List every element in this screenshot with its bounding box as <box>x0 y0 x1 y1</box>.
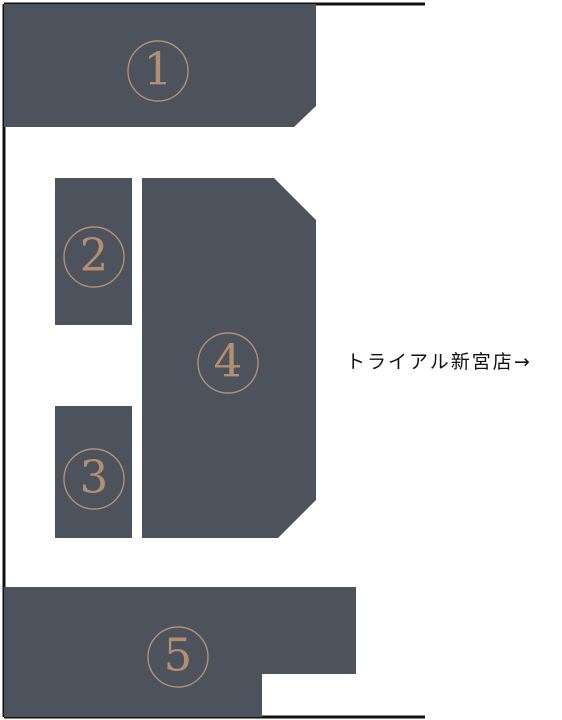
block-4-marker <box>197 332 259 394</box>
right-arrow-icon: → <box>513 351 532 373</box>
block-4 <box>142 178 316 538</box>
block-4-number: 4 <box>214 335 243 388</box>
block-2 <box>55 178 132 325</box>
store-direction-label: トライアル新宮店→ <box>346 349 560 375</box>
block-3 <box>55 406 132 538</box>
block-3-number: 3 <box>80 451 109 504</box>
block-1-marker <box>127 40 189 102</box>
block-5-marker <box>147 626 209 688</box>
block-1 <box>4 4 316 127</box>
block-2-number: 2 <box>80 229 109 282</box>
store-name: トライアル新宮店 <box>346 351 514 373</box>
block-5 <box>4 587 356 717</box>
block-3-marker <box>63 448 125 510</box>
block-2-marker <box>63 226 125 288</box>
block-1-number: 1 <box>144 43 173 96</box>
block-5-number: 5 <box>164 629 193 682</box>
